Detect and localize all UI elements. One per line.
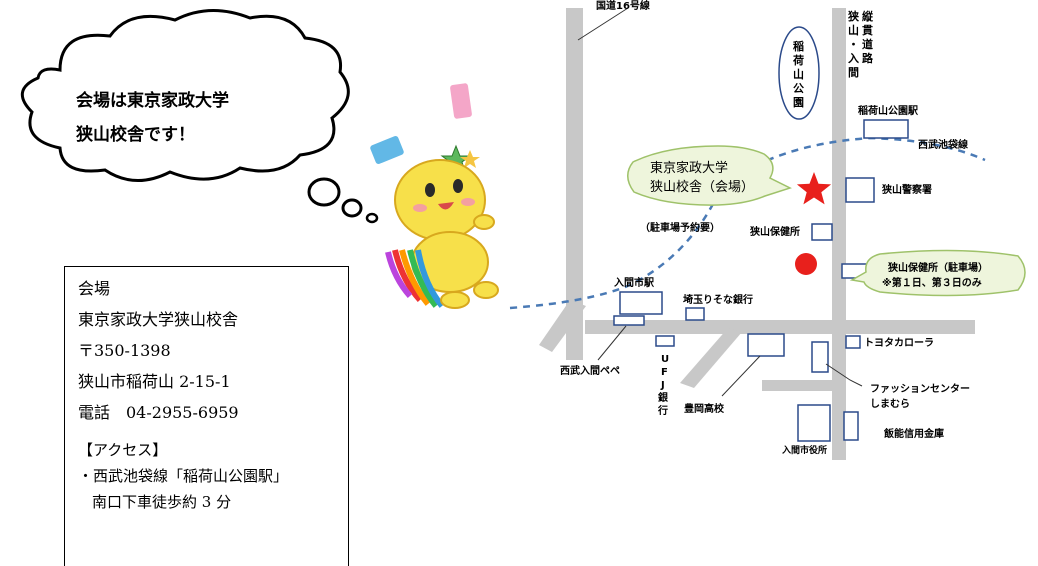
svg-text:山: 山 xyxy=(848,23,859,37)
park-label: 稲 荷 山 公 園 xyxy=(792,39,804,109)
roads xyxy=(539,8,975,460)
svg-text:入: 入 xyxy=(848,52,859,65)
svg-text:貫: 貫 xyxy=(862,24,873,37)
parking-callout-line1: 狭山保健所（駐車場） xyxy=(887,261,988,274)
hanno-bank-building xyxy=(843,411,859,441)
shimamura-leader xyxy=(825,363,863,387)
ufj-building xyxy=(655,335,675,347)
venue-info-box: 会場 東京家政大学狭山校舎 〒350-1398 狭山市稲荷山 2-15-1 電話… xyxy=(64,266,349,566)
svg-text:稲: 稲 xyxy=(793,39,804,53)
bubble-dot-small xyxy=(365,212,379,224)
toyooka-hs-label: 豊岡高校 xyxy=(684,402,725,415)
venue-callout-line2: 狭山校舎（会場） xyxy=(650,179,754,195)
svg-text:縦: 縦 xyxy=(862,9,874,23)
bubble-dot-medium xyxy=(341,198,363,218)
prefectural-road xyxy=(832,8,846,460)
venue-star xyxy=(796,172,832,205)
svg-text:F: F xyxy=(661,367,668,378)
city-office-label: 入間市役所 xyxy=(781,444,827,456)
info-access: 【アクセス】 ・西武池袋線「稲荷山公園駅」 南口下車徒歩約 3 分 xyxy=(78,437,348,515)
bubble-line2: 狭山校舎です！ xyxy=(75,124,195,145)
saitama-resona-label: 埼玉りそな銀行 xyxy=(683,293,753,306)
info-venue: 東京家政大学狭山校舎 xyxy=(78,310,239,329)
svg-text:狭: 狭 xyxy=(847,9,860,23)
svg-text:山: 山 xyxy=(793,67,804,81)
iruma-station-label: 入間市駅 xyxy=(614,276,655,289)
seibu-line-label: 西武池袋線 xyxy=(918,138,968,151)
info-phone: 電話 04-2955-6959 xyxy=(78,403,239,422)
inariyama-park xyxy=(778,26,820,120)
seibu-pepe-building xyxy=(613,315,645,326)
health-center-building xyxy=(811,223,833,241)
diagonal-road xyxy=(680,328,742,388)
venue-callout xyxy=(627,145,792,206)
speech-bubble: 会場は東京家政大学 狭山校舎です！ xyxy=(21,8,379,224)
police-label: 狭山警察署 xyxy=(881,183,932,196)
route16-branch xyxy=(539,300,586,352)
svg-text:J: J xyxy=(660,380,665,391)
south-road xyxy=(762,380,846,391)
toyooka-hs-building xyxy=(747,333,785,357)
health-center-label: 狭山保健所 xyxy=(749,225,800,238)
info-postal: 〒350-1398 xyxy=(78,341,171,360)
seibu-pepe-label: 西武入間ペペ xyxy=(560,364,620,377)
toyota-building xyxy=(845,335,861,349)
toyota-label: トヨタカローラ xyxy=(864,337,934,349)
saitama-resona-building xyxy=(685,307,705,321)
svg-text:・: ・ xyxy=(848,38,859,51)
parking-dot xyxy=(795,253,817,275)
route16-label: 国道16号線 xyxy=(596,0,650,12)
main-east-west-road xyxy=(585,320,975,334)
svg-text:園: 園 xyxy=(793,96,804,109)
inariyama-station-label: 稲荷山公園駅 xyxy=(858,104,919,117)
seibu-pepe-leader xyxy=(597,325,627,361)
venue-parking-note: （駐車場予約要） xyxy=(640,221,720,234)
svg-text:間: 間 xyxy=(848,66,859,79)
inariyama-station xyxy=(863,119,909,139)
svg-text:公: 公 xyxy=(793,82,804,95)
parking-callout xyxy=(849,249,1026,297)
svg-text:行: 行 xyxy=(657,404,668,417)
police-building xyxy=(845,177,875,203)
shimamura-label-1: ファッションセンター xyxy=(870,383,970,395)
access-heading: 【アクセス】 xyxy=(78,441,168,459)
prefectural-road-label: 狭 山 ・ 入 間 縦 貫 道 路 xyxy=(847,9,874,79)
parking-callout-line2: ※第１日、第３日のみ xyxy=(882,276,982,289)
mascot-character xyxy=(370,83,499,309)
svg-text:荷: 荷 xyxy=(792,53,804,67)
route16-road xyxy=(566,8,583,330)
access-line2: 南口下車徒歩約 3 分 xyxy=(92,493,232,511)
shimamura-building xyxy=(811,341,829,373)
info-address: 狭山市稲荷山 2-15-1 xyxy=(78,372,231,391)
svg-text:道: 道 xyxy=(862,37,873,51)
bubble-line1: 会場は東京家政大学 xyxy=(76,90,229,111)
toyooka-hs-leader xyxy=(721,355,761,397)
seibu-rail-line xyxy=(509,136,986,310)
venue-callout-line1: 東京家政大学 xyxy=(650,160,728,176)
ufj-label: U F J 銀 行 xyxy=(657,354,669,417)
iruma-station xyxy=(619,291,663,315)
svg-text:路: 路 xyxy=(862,51,874,65)
info-heading: 会場 xyxy=(78,279,111,298)
svg-text:U: U xyxy=(661,354,669,365)
hanno-bank-label: 飯能信用金庫 xyxy=(883,427,944,440)
access-line1: ・西武池袋線「稲荷山公園駅」 xyxy=(78,467,289,485)
svg-text:銀: 銀 xyxy=(658,391,668,404)
city-office-building xyxy=(797,404,831,442)
route16-leader xyxy=(577,7,629,41)
bubble-dot-large xyxy=(307,177,341,207)
shimamura-label-2: しまむら xyxy=(870,398,910,410)
